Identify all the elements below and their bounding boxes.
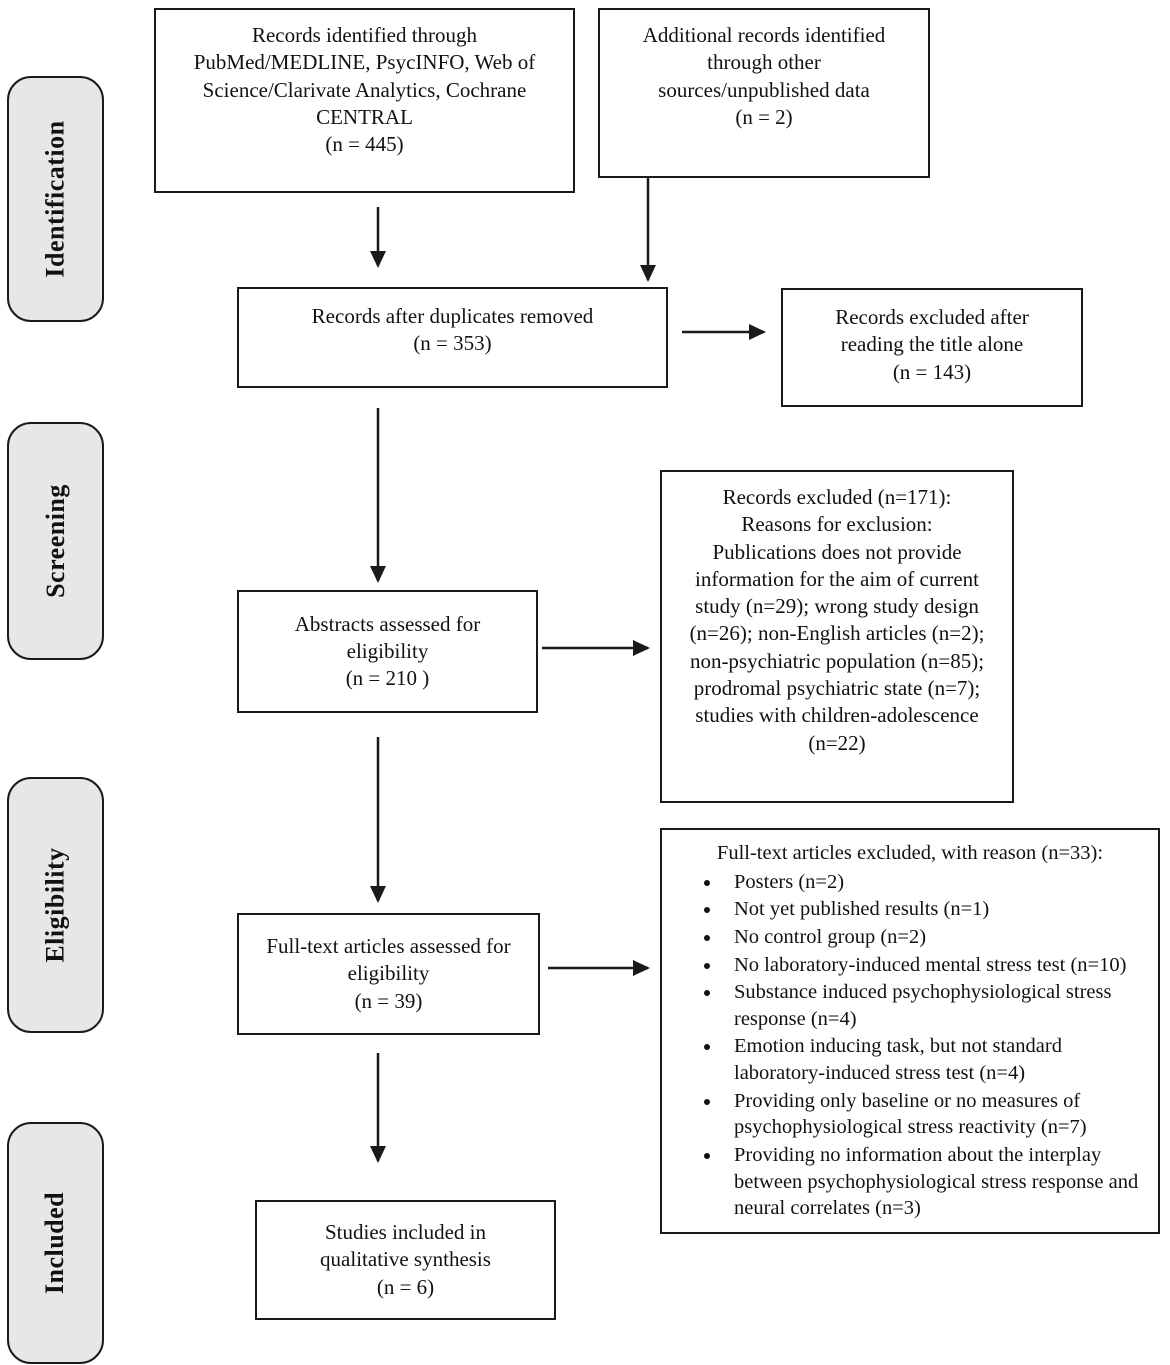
box-fulltext-assessed-text: Full-text articles assessed for eligibil…	[266, 934, 511, 1013]
box-fulltext-assessed: Full-text articles assessed for eligibil…	[237, 913, 540, 1035]
box-records-excluded-reasons: Records excluded (n=171): Reasons for ex…	[660, 470, 1014, 803]
box-after-duplicates-text: Records after duplicates removed (n = 35…	[311, 304, 594, 356]
exclusion-reason-item: Providing no information about the inter…	[722, 1142, 1146, 1222]
box-additional-records-text: Additional records identified through ot…	[642, 23, 886, 129]
exclusion-reason-item: Substance induced psychophysiological st…	[722, 979, 1146, 1032]
exclusion-reason-item: Posters (n=2)	[722, 869, 1146, 896]
stage-label-screening: Screening	[7, 422, 104, 660]
box-fulltext-excluded-header: Full-text articles excluded, with reason…	[716, 842, 1104, 864]
fulltext-exclusion-reason-list: Posters (n=2)Not yet published results (…	[670, 869, 1150, 1222]
box-abstracts-assessed-text: Abstracts assessed for eligibility (n = …	[294, 611, 481, 691]
exclusion-reason-item: Emotion inducing task, but not standard …	[722, 1033, 1146, 1086]
box-records-excluded-reasons-text: Records excluded (n=171): Reasons for ex…	[689, 485, 985, 755]
box-records-identified-text: Records identified through PubMed/MEDLIN…	[193, 23, 536, 157]
stage-label-eligibility: Eligibility	[7, 777, 104, 1033]
box-excluded-title-alone: Records excluded after reading the title…	[781, 288, 1083, 407]
exclusion-reason-item: No laboratory-induced mental stress test…	[722, 952, 1146, 979]
stage-label-screening-text: Screening	[40, 484, 70, 598]
stage-label-identification: Identification	[7, 76, 104, 322]
box-excluded-title-alone-text: Records excluded after reading the title…	[835, 305, 1029, 384]
stage-label-eligibility-text: Eligibility	[40, 847, 70, 963]
box-studies-included: Studies included in qualitative synthesi…	[255, 1200, 556, 1320]
exclusion-reason-item: No control group (n=2)	[722, 924, 1146, 951]
stage-label-included: Included	[7, 1122, 104, 1364]
box-additional-records: Additional records identified through ot…	[598, 8, 930, 178]
box-abstracts-assessed: Abstracts assessed for eligibility (n = …	[237, 590, 538, 713]
box-after-duplicates: Records after duplicates removed (n = 35…	[237, 287, 668, 388]
exclusion-reason-item: Providing only baseline or no measures o…	[722, 1088, 1146, 1141]
stage-label-included-text: Included	[40, 1191, 70, 1295]
exclusion-reason-item: Not yet published results (n=1)	[722, 896, 1146, 923]
box-fulltext-excluded: Full-text articles excluded, with reason…	[660, 828, 1160, 1234]
box-studies-included-text: Studies included in qualitative synthesi…	[320, 1220, 491, 1299]
stage-label-identification-text: Identification	[40, 120, 70, 278]
box-records-identified: Records identified through PubMed/MEDLIN…	[154, 8, 575, 193]
